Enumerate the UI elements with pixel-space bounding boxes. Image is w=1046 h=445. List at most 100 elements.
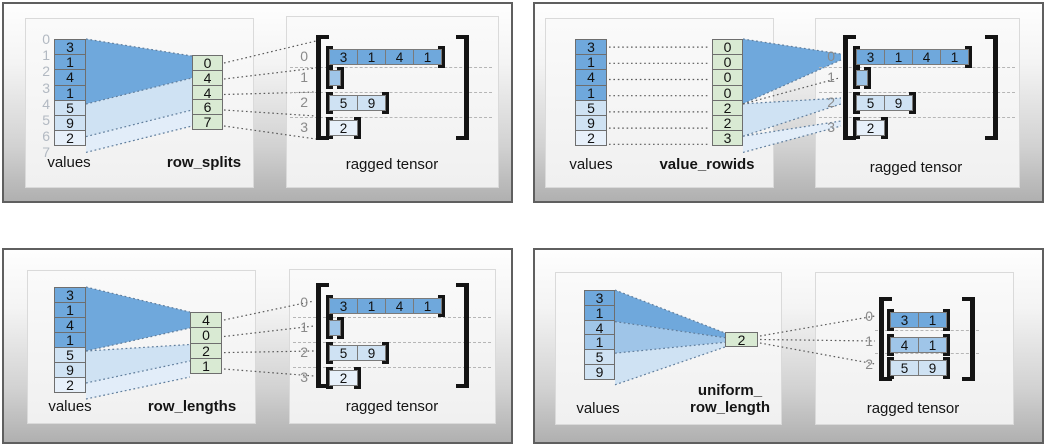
tensor-row: 3 1 4 1 — [326, 295, 445, 317]
row-separator — [290, 117, 492, 118]
tensor-cell: 5 — [329, 95, 358, 111]
method-label: value_rowids — [659, 156, 755, 173]
tensor-open-bracket — [316, 35, 329, 140]
value-cell: 1 — [54, 302, 86, 318]
row-open-bracket — [326, 92, 333, 114]
value-cell: 1 — [54, 332, 86, 348]
row-close-bracket — [337, 67, 344, 89]
tensor-row-label: 2 — [300, 344, 308, 360]
tensor-cell: 1 — [918, 312, 947, 328]
tensor-cell: 4 — [890, 337, 919, 353]
value-cell: 1 — [584, 334, 615, 350]
row-separator — [875, 352, 979, 354]
row-close-bracket — [864, 67, 871, 89]
tensor-cell: 1 — [357, 49, 386, 65]
method-label: row_splits — [166, 154, 242, 171]
tensor-row-label: 1 — [300, 69, 308, 85]
ragged-tensor-box — [289, 269, 496, 424]
values-label: values — [576, 400, 620, 417]
param-cell: 3 — [712, 130, 743, 147]
param-cell: 6 — [192, 99, 223, 115]
panel-row-lengths: 3 1 4 1 5 9 2 4 0 2 1 values row_lengths… — [2, 248, 513, 444]
value-cell: 4 — [584, 320, 615, 336]
tensor-open-bracket — [316, 283, 329, 388]
ragged-tensor-label: ragged tensor — [345, 398, 439, 415]
tensor-row-label: 1 — [300, 319, 308, 335]
row-open-bracket — [326, 367, 333, 389]
tensor-cell: 9 — [884, 95, 913, 111]
row-open-bracket — [326, 67, 333, 89]
empty-row-cell — [329, 320, 341, 336]
tensor-row: 5 9 — [326, 342, 389, 364]
row-open-bracket — [326, 117, 333, 139]
value-index-label: 6 — [42, 128, 50, 145]
method-label: row_lengths — [147, 398, 237, 415]
row-open-bracket — [326, 317, 333, 339]
tensor-row-label: 1 — [865, 333, 873, 349]
row-open-bracket — [887, 334, 894, 356]
param-cell: 2 — [725, 332, 758, 348]
tensor-row: 2 — [326, 117, 361, 139]
tensor-cell: 1 — [884, 49, 913, 65]
value-index-label: 0 — [42, 31, 50, 47]
tensor-cell: 1 — [940, 49, 969, 65]
tensor-cell: 1 — [918, 337, 947, 353]
value-cell: 5 — [54, 347, 86, 363]
param-cell: 7 — [192, 114, 223, 130]
value-cell: 1 — [584, 305, 615, 321]
panel-value-rowids: 3 1 4 1 5 9 2 0 0 0 0 2 2 3 values value… — [533, 2, 1044, 203]
tensor-close-bracket — [962, 297, 975, 381]
param-cell: 0 — [712, 84, 743, 101]
param-cell: 0 — [192, 55, 223, 71]
row-close-bracket — [943, 334, 950, 356]
tensor-row: 5 9 — [887, 357, 950, 379]
row-close-bracket — [354, 117, 361, 139]
value-cell: 5 — [54, 99, 86, 116]
row-close-bracket — [438, 295, 445, 317]
param-cell: 0 — [712, 69, 743, 86]
row-close-bracket — [943, 357, 950, 379]
row-open-bracket — [887, 357, 894, 379]
ragged-tensor-box — [286, 16, 499, 188]
tensor-cell: 2 — [856, 120, 885, 136]
tensor-cell: 1 — [357, 298, 386, 314]
param-cell: 0 — [712, 54, 743, 71]
tensor-close-bracket — [456, 283, 469, 388]
value-cell: 3 — [575, 39, 607, 56]
panel-uniform-row-length: 3 1 4 1 5 9 2 values uniform_ row_length… — [533, 248, 1044, 444]
tensor-row: 3 1 4 1 — [853, 46, 972, 68]
value-cell: 3 — [584, 290, 615, 306]
tensor-row-empty — [326, 317, 344, 339]
tensor-cell: 1 — [413, 298, 442, 314]
value-cell: 9 — [584, 364, 615, 380]
row-separator — [819, 117, 1015, 118]
tensor-row-label: 2 — [865, 356, 873, 372]
tensor-open-bracket — [879, 297, 892, 381]
ragged-tensor-label: ragged tensor — [345, 156, 439, 173]
value-cell: 3 — [54, 39, 86, 56]
value-index-label: 4 — [42, 95, 50, 112]
row-open-bracket — [326, 46, 333, 68]
value-cell: 1 — [575, 84, 607, 101]
tensor-row-empty — [853, 67, 871, 89]
tensor-cell: 5 — [856, 95, 885, 111]
row-separator — [819, 92, 1015, 93]
tensor-row-label: 2 — [827, 94, 835, 110]
tensor-row: 3 1 — [887, 309, 950, 331]
value-index-label: 2 — [42, 63, 50, 80]
value-cell: 2 — [54, 377, 86, 393]
value-cell: 5 — [575, 99, 607, 116]
tensor-cell: 3 — [890, 312, 919, 328]
values-column: 3 1 4 1 5 9 2 — [575, 39, 607, 147]
row-separator — [819, 67, 1015, 68]
tensor-row-label: 3 — [827, 119, 835, 135]
tensor-row-label: 2 — [300, 94, 308, 110]
row-lengths-column: 4 0 2 1 — [190, 312, 222, 374]
value-cell: 1 — [54, 84, 86, 101]
tensor-close-bracket — [985, 35, 998, 140]
value-cell: 4 — [575, 69, 607, 86]
row-close-bracket — [909, 92, 916, 114]
tensor-cell: 4 — [385, 298, 414, 314]
value-cell: 2 — [54, 130, 86, 147]
